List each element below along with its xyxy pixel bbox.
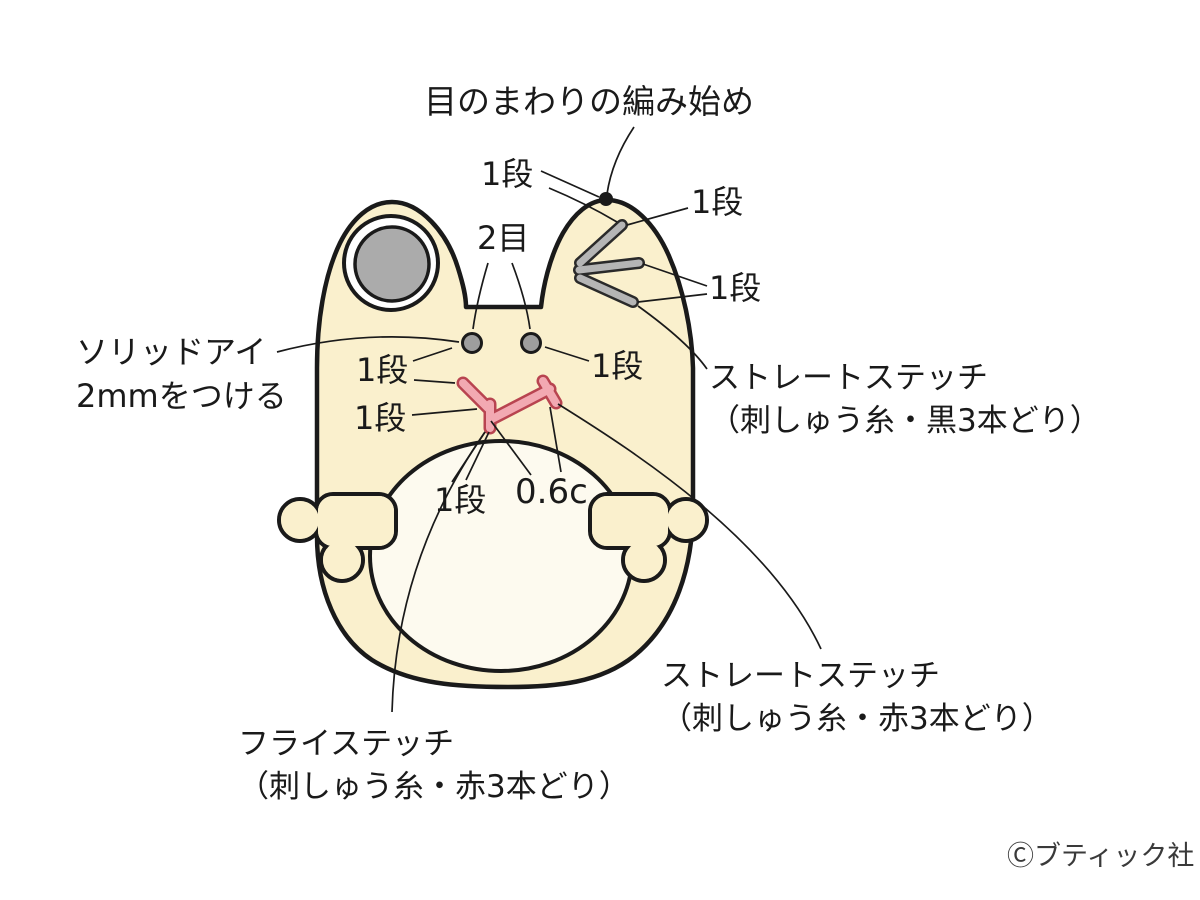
copyright-notice: Ⓒブティック社 — [1007, 841, 1195, 872]
leader-straight-red — [557, 403, 822, 650]
measurement-label: 0.6c — [515, 472, 588, 512]
straight-stitch-red-line2: （刺しゅう糸・赤3本どり） — [661, 701, 1053, 737]
mouth-stitch-left — [459, 379, 492, 412]
ear-stitch-middle — [575, 259, 643, 274]
dan-label-left-lower: 1段 — [354, 399, 407, 437]
straight-stitch-black-annotation: ストレートステッチ （刺しゅう糸・黒3本どり） — [709, 357, 1101, 443]
leader-straight-black — [637, 305, 708, 370]
dan-label-face-right: 1段 — [591, 347, 644, 385]
dan-label-left-upper: 1段 — [356, 351, 409, 389]
solid-eye-line2: 2mmをつける — [76, 377, 287, 415]
dan-label-top-right: 1段 — [691, 183, 744, 221]
leader-dan-topright — [626, 207, 689, 226]
leader-solid-eye — [276, 335, 460, 353]
ear-stitch-top — [576, 221, 626, 267]
straight-stitch-black-line1: ストレートステッチ — [709, 360, 988, 396]
straight-stitch-red-annotation: ストレートステッチ （刺しゅう糸・赤3本どり） — [661, 655, 1053, 741]
left-inner-ear-circle — [353, 225, 431, 303]
mouth-stitch-tick — [539, 377, 560, 407]
start-dot — [599, 192, 613, 206]
leader-dan-left-lower — [411, 408, 478, 416]
straight-stitch-red-line1: ストレートステッチ — [661, 658, 940, 694]
dan-label-mouth: 1段 — [434, 481, 487, 519]
leader-start-annotation — [606, 126, 635, 195]
leader-dan-left-upper-a — [412, 347, 453, 362]
leader-measure-a — [490, 420, 532, 476]
leader-dan-face-right — [544, 346, 590, 362]
solid-eye-annotation: ソリッドアイ 2mmをつける — [76, 330, 287, 418]
leader-me2-right — [511, 262, 531, 330]
straight-stitch-black-line2: （刺しゅう糸・黒3本どり） — [709, 403, 1101, 439]
leader-dan-right-a — [642, 263, 708, 287]
leader-measure-b — [549, 406, 562, 473]
ear-straight-stitches — [573, 219, 645, 308]
leader-lines — [276, 126, 822, 713]
dan-label-top-left: 1段 — [481, 155, 534, 193]
start-of-round-annotation: 目のまわりの編み始め — [424, 82, 754, 121]
leader-dan-left-upper-b — [413, 379, 456, 384]
solid-eye-line1: ソリッドアイ — [76, 333, 267, 371]
belly — [368, 439, 634, 673]
fly-stitch-line1: フライステッチ — [238, 726, 455, 762]
leader-dan-topleft-a — [540, 170, 600, 198]
stitches-2me-label: 2目 — [477, 219, 530, 257]
left-paw — [277, 492, 398, 583]
dan-label-right: 1段 — [709, 269, 762, 307]
left-eye — [461, 332, 483, 354]
leader-fly-stitch — [391, 431, 486, 713]
leader-me2-left — [472, 262, 489, 330]
mouth-stitches — [456, 374, 563, 435]
ear-stitch-bottom — [576, 274, 637, 306]
mouth-stitch-right — [488, 385, 554, 423]
right-paw — [588, 492, 709, 583]
leader-dan-topleft-b — [548, 187, 618, 223]
leader-dan-mouth-b — [465, 431, 490, 481]
fly-stitch-annotation: フライステッチ （刺しゅう糸・赤3本どり） — [238, 723, 630, 809]
fly-stitch-line2: （刺しゅう糸・赤3本どり） — [238, 769, 630, 805]
right-eye — [520, 332, 542, 354]
leader-dan-right-b — [637, 293, 708, 303]
